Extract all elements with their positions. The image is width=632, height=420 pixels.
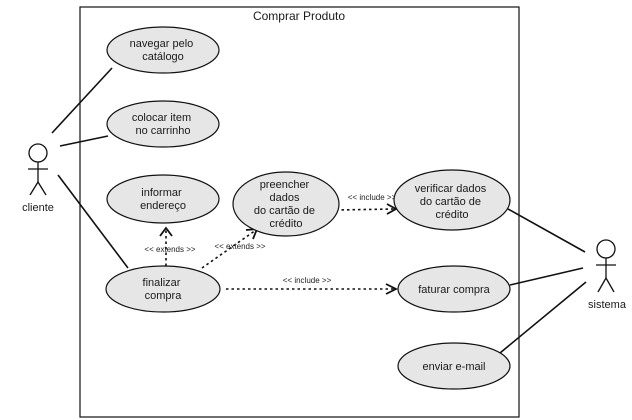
actor-cliente-label: cliente [22,202,54,214]
use-case-colocar-label: colocar item no carrinho [132,112,194,137]
use-case-verificar-ellipse [393,169,511,231]
extends-label-preencher: << extends >> [214,242,265,251]
use-case-navegar: navegar pelo catálogo [106,26,220,74]
use-case-informar-ellipse [106,174,220,224]
use-case-colocar-ellipse [106,100,220,148]
use-case-finalizar: finalizar compra [105,265,221,313]
use-case-informar-label: informar endereço [140,187,186,212]
extends-informar-arrowhead [159,226,173,237]
actor-cliente-leg-right [37,181,47,196]
actor-sistema-leg-right [605,277,615,293]
use-case-finalizar-label: finalizar compra [143,277,184,302]
include-faturar-arrowhead [385,283,399,295]
use-case-colocar: colocar item no carrinho [106,100,220,148]
use-case-informar: informar endereço [106,174,220,224]
use-case-preencher-label: preencher dados do cartão de crédito [254,179,318,230]
actor-sistema-label: sistema [588,299,627,311]
assoc-sistema-faturar [509,267,584,286]
actor-cliente: cliente [22,143,54,214]
use-case-preencher-ellipse [232,171,340,237]
assoc-sistema-enviar [499,281,587,354]
use-case-verificar-label: verificar dados do cartão de crédito [415,183,490,221]
actor-sistema: sistema [588,239,627,311]
use-case-faturar-label: faturar compra [418,284,490,296]
system-title: Comprar Produto [253,9,345,23]
assoc-cliente-finalizar [57,174,129,269]
assoc-cliente-colocar [59,135,109,147]
extends-preencher-line [201,229,257,269]
actor-cliente-head [28,143,48,163]
use-case-faturar-ellipse [397,265,511,313]
use-case-faturar: faturar compra [397,265,511,313]
use-case-navegar-ellipse [106,26,220,74]
use-case-finalizar-ellipse [105,265,221,313]
actor-sistema-leg-left [597,277,607,293]
include-label-verificar: << include >> [348,193,397,202]
use-case-enviar-ellipse [397,342,511,390]
actor-cliente-leg-left [29,181,39,196]
use-case-enviar-label: enviar e-mail [423,361,486,373]
use-case-verificar: verificar dados do cartão de crédito [393,169,511,231]
assoc-cliente-navegar [51,67,113,134]
actor-sistema-head [596,239,616,259]
include-verificar-line [335,208,395,211]
use-case-preencher: preencher dados do cartão de crédito [232,171,340,237]
include-label-faturar: << include >> [283,276,332,285]
use-case-enviar: enviar e-mail [397,342,511,390]
extends-label-informar: << extends >> [144,245,195,254]
use-case-navegar-label: navegar pelo catálogo [130,38,197,63]
assoc-sistema-verificar [507,208,586,253]
associations [51,67,587,354]
